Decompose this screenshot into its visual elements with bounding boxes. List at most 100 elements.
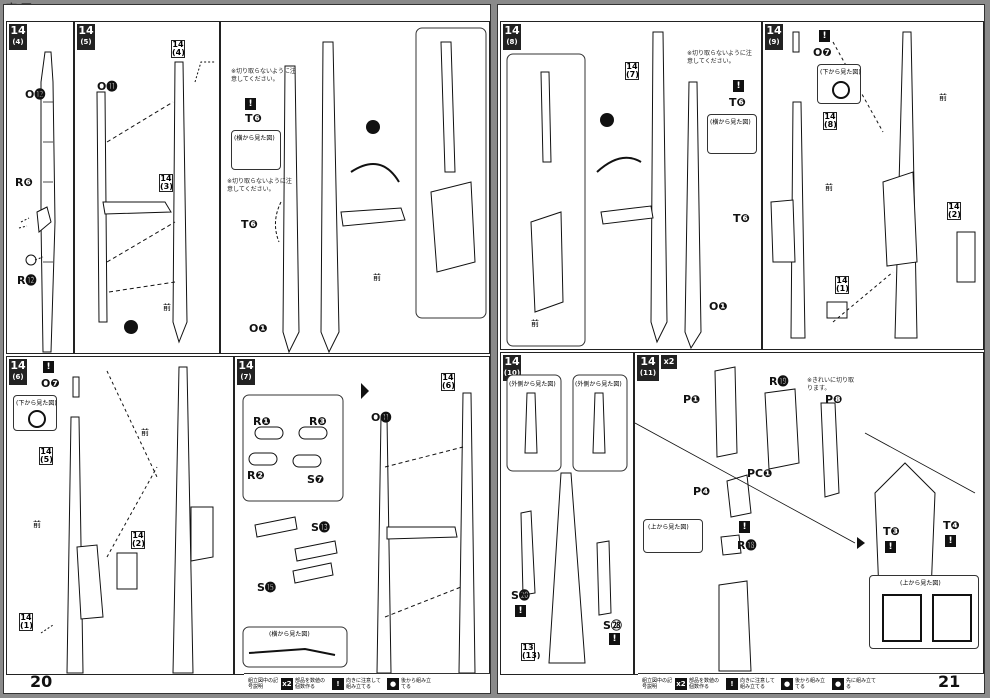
caution-icon: ! (245, 98, 256, 110)
front-direction: 前 (825, 183, 833, 192)
step-14-11-panel: 14(11) x2 P❶ R⓳ P❽ ※きれいに切り取ります。 PC❶ P❹ R… (634, 352, 984, 675)
weapon-part-drawing (242, 383, 476, 674)
caution-icon: ! (733, 80, 744, 92)
part-label: O❶ (709, 300, 728, 313)
part-label: T❸ (883, 525, 900, 538)
multiplier-badge: x2 (661, 355, 677, 369)
ref-14-6: 14(6) (441, 373, 455, 391)
side-view-label: (横から見た図) (269, 631, 310, 638)
page-number: 21 (938, 672, 961, 691)
left-page: 14(4) O⓬ R❻ R⓬ 14(5) (3, 4, 491, 694)
caution-icon: ! (43, 361, 54, 373)
step-14-4-panel: 14(4) O⓬ R❻ R⓬ (6, 21, 74, 354)
part-label: P❶ (683, 393, 701, 406)
front-direction: 前 (33, 520, 41, 529)
part-label: O⓫ (97, 80, 118, 93)
part-label: T❻ (733, 212, 750, 225)
step-14-8-panel: 14(8) ※切り取らないように注意してください。 14(7) ! T❻ (横か… (500, 21, 762, 350)
front-direction: 前 (141, 428, 149, 437)
weapon-part-drawing (635, 366, 976, 672)
caution-icon: ! (609, 633, 620, 645)
weapon-part-drawing (275, 27, 487, 353)
caution-note: ※切り取らないように注意してください。 (227, 178, 292, 193)
ref-14-1: 14(1) (19, 613, 33, 631)
right-page: 14(8) ※切り取らないように注意してください。 14(7) ! T❻ (横か… (497, 4, 985, 694)
front-direction: 前 (373, 273, 381, 282)
front-direction: 前 (163, 303, 171, 312)
ref-14-1: 14(1) (835, 276, 849, 294)
part-label: S❼ (307, 473, 325, 486)
step-14-10-panel: 14(10) (外側から見た図) (外側から見た図) S⓴ ! S㉘ ! 13(… (500, 352, 634, 675)
outside-view-label: (外側から見た図) (509, 381, 556, 388)
bottom-view-inset: (下から見た図) (817, 64, 861, 104)
part-label: O❶ (249, 322, 268, 335)
part-label: P❹ (693, 485, 711, 498)
part-label: O❼ (813, 46, 832, 59)
front-direction: 前 (531, 319, 539, 328)
ref-14-8: 14(8) (823, 112, 837, 130)
step-14-9-panel: 14(9) ! O❼ (下から見た図) 14(8) 14(2) 14(1) 前 … (762, 21, 984, 350)
part-label: S⓯ (257, 581, 276, 594)
part-label: O⓬ (25, 88, 46, 101)
ref-14-2: 14(2) (131, 531, 145, 549)
weapon-part-drawing (506, 374, 628, 664)
caution-icon: ! (515, 605, 526, 617)
part-label: T❻ (241, 218, 258, 231)
weapon-part-drawing (18, 51, 56, 353)
step-number: 14(9) (765, 24, 783, 50)
part-label: R❸ (309, 415, 327, 428)
part-label: P❽ (825, 393, 843, 406)
page-number: 20 (30, 672, 53, 691)
side-view-inset: (横から見た図) (707, 114, 757, 154)
part-label: S⓴ (511, 589, 530, 602)
ref-14-3: 14(3) (159, 174, 173, 192)
part-label: T❻ (245, 112, 262, 125)
part-label: R❷ (247, 469, 265, 482)
ref-14-4: 14(4) (171, 40, 185, 58)
ref-14-2: 14(2) (947, 202, 961, 220)
outside-view-label: (外側から見た図) (575, 381, 622, 388)
part-label: T❻ (729, 96, 746, 109)
step-14-6-panel: 14(6) ! O❼ (下から見た図) 14(5) 前 14(2) 14(1) … (6, 356, 234, 675)
top-view-inset: (上から見た図) (869, 575, 979, 649)
part-label: R❻ (15, 176, 33, 189)
caution-note: ※切り取らないように注意してください。 (687, 50, 752, 65)
part-label: R⓲ (737, 539, 757, 552)
top-view-inset: (上から見た図) (643, 519, 703, 553)
part-label: R⓬ (17, 274, 37, 287)
step-number: 14(5) (77, 24, 95, 50)
caution-note: ※きれいに切り取ります。 (807, 377, 855, 392)
caution-icon: ! (885, 541, 896, 553)
front-direction: 前 (939, 93, 947, 102)
caution-icon: ! (819, 30, 830, 42)
caution-icon: ! (739, 521, 750, 533)
bottom-view-inset: (下から見た図) (13, 395, 57, 431)
side-view-inset: (横から見た図) (231, 130, 281, 170)
weapon-part-drawing (770, 31, 976, 339)
part-label: S⓭ (311, 521, 330, 534)
weapon-part-drawing (40, 366, 214, 674)
ref-14-7: 14(7) (625, 62, 639, 80)
step-number: 14(4) (9, 24, 27, 50)
step-number: 14(11) (637, 355, 659, 381)
part-label: O❼ (41, 377, 60, 390)
weapon-part-drawing (506, 31, 702, 349)
part-label: R❶ (253, 415, 271, 428)
step-number: 14(7) (237, 359, 255, 385)
step-14-5b-panel: ※切り取らないように注意してください。 ! T❻ (横から見た図) ※切り取らな… (220, 21, 490, 354)
caution-note: ※切り取らないように注意してください。 (231, 68, 296, 83)
step-14-7-panel: 14(7) R❶ R❸ R❷ S❼ S⓭ (234, 356, 490, 675)
ref-14-5: 14(5) (39, 447, 53, 465)
part-label: T❹ (943, 519, 960, 532)
caution-icon: ! (945, 535, 956, 547)
step-number: 14(8) (503, 24, 521, 50)
weapon-part-drawing (96, 61, 215, 344)
part-label: O⓫ (371, 411, 392, 424)
part-label: R⓳ (769, 375, 789, 388)
step-14-5-panel: 14(5) O⓫ 14(4) 14(3) 前 (74, 21, 220, 354)
ref-13-13: 13(13) (521, 643, 541, 661)
step-number: 14(6) (9, 359, 27, 385)
